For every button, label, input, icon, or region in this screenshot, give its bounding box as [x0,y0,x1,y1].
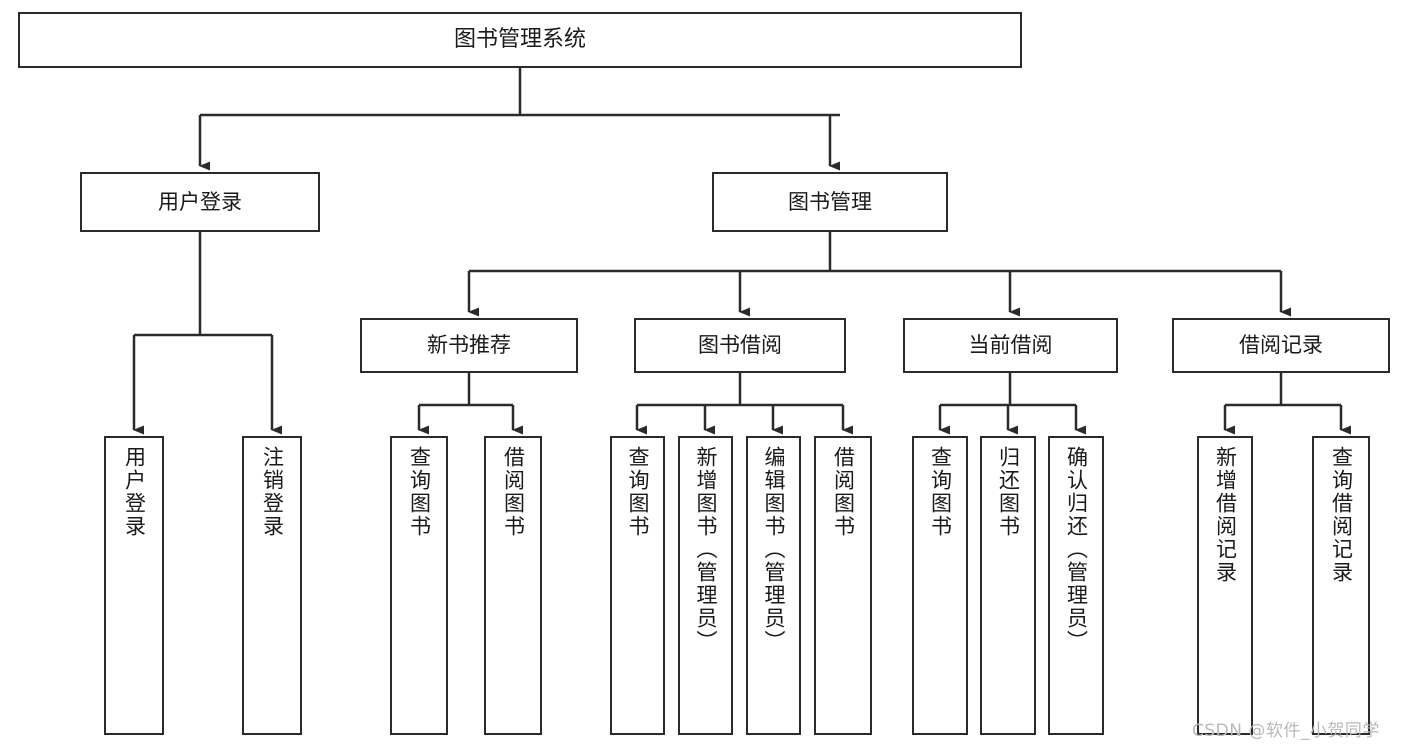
node-borrow-record-label: 借阅记录 [1239,333,1323,358]
node-leaf-logout-label: 注销登录 [260,446,285,538]
node-user-login-label: 用户登录 [158,189,242,214]
node-borrow-record[interactable]: 借阅记录 [1172,318,1390,373]
node-leaf-add-book-label: 新增图书（管理员） [694,446,718,653]
csdn-watermark: CSDN @软件_小贺同学 [1192,721,1380,741]
node-new-book-rec-label: 新书推荐 [427,333,511,358]
node-leaf-add-record-label: 新增借阅记录 [1213,446,1238,584]
node-leaf-add-record[interactable]: 新增借阅记录 [1197,436,1253,735]
node-book-manage[interactable]: 图书管理 [712,172,948,232]
node-leaf-add-book[interactable]: 新增图书（管理员） [678,436,733,735]
node-root-label: 图书管理系统 [453,27,586,53]
node-leaf-user-login-label: 用户登录 [122,446,147,538]
node-leaf-confirm-return-label: 确认归还（管理员） [1064,446,1089,653]
node-leaf-query-book-2[interactable]: 查询图书 [610,436,665,735]
node-current-borrow-label: 当前借阅 [968,333,1053,358]
node-leaf-user-login[interactable]: 用户登录 [104,436,164,735]
node-new-book-rec[interactable]: 新书推荐 [360,318,578,373]
node-book-manage-label: 图书管理 [788,189,872,214]
node-leaf-query-book-1[interactable]: 查询图书 [390,436,448,735]
node-leaf-query-book-3-label: 查询图书 [928,446,953,538]
node-leaf-query-record[interactable]: 查询借阅记录 [1312,436,1370,735]
node-leaf-return-book[interactable]: 归还图书 [980,436,1036,735]
node-root[interactable]: 图书管理系统 [18,12,1022,68]
node-leaf-return-book-label: 归还图书 [996,446,1021,538]
node-leaf-borrow-book-1-label: 借阅图书 [501,446,526,538]
node-leaf-query-record-label: 查询借阅记录 [1329,446,1354,584]
node-leaf-edit-book-label: 编辑图书（管理员） [762,446,786,653]
node-user-login[interactable]: 用户登录 [80,172,320,232]
node-leaf-confirm-return[interactable]: 确认归还（管理员） [1048,436,1104,735]
node-leaf-edit-book[interactable]: 编辑图书（管理员） [746,436,801,735]
node-leaf-borrow-book-1[interactable]: 借阅图书 [484,436,542,735]
node-leaf-query-book-2-label: 查询图书 [626,446,650,538]
node-book-borrow-label: 图书借阅 [698,333,782,358]
node-leaf-query-book-3[interactable]: 查询图书 [912,436,968,735]
node-current-borrow[interactable]: 当前借阅 [903,318,1118,373]
node-book-borrow[interactable]: 图书借阅 [634,318,846,373]
node-leaf-borrow-book-2[interactable]: 借阅图书 [814,436,872,735]
node-leaf-borrow-book-2-label: 借阅图书 [831,446,856,538]
node-leaf-logout[interactable]: 注销登录 [242,436,302,735]
node-leaf-query-book-1-label: 查询图书 [407,446,432,538]
